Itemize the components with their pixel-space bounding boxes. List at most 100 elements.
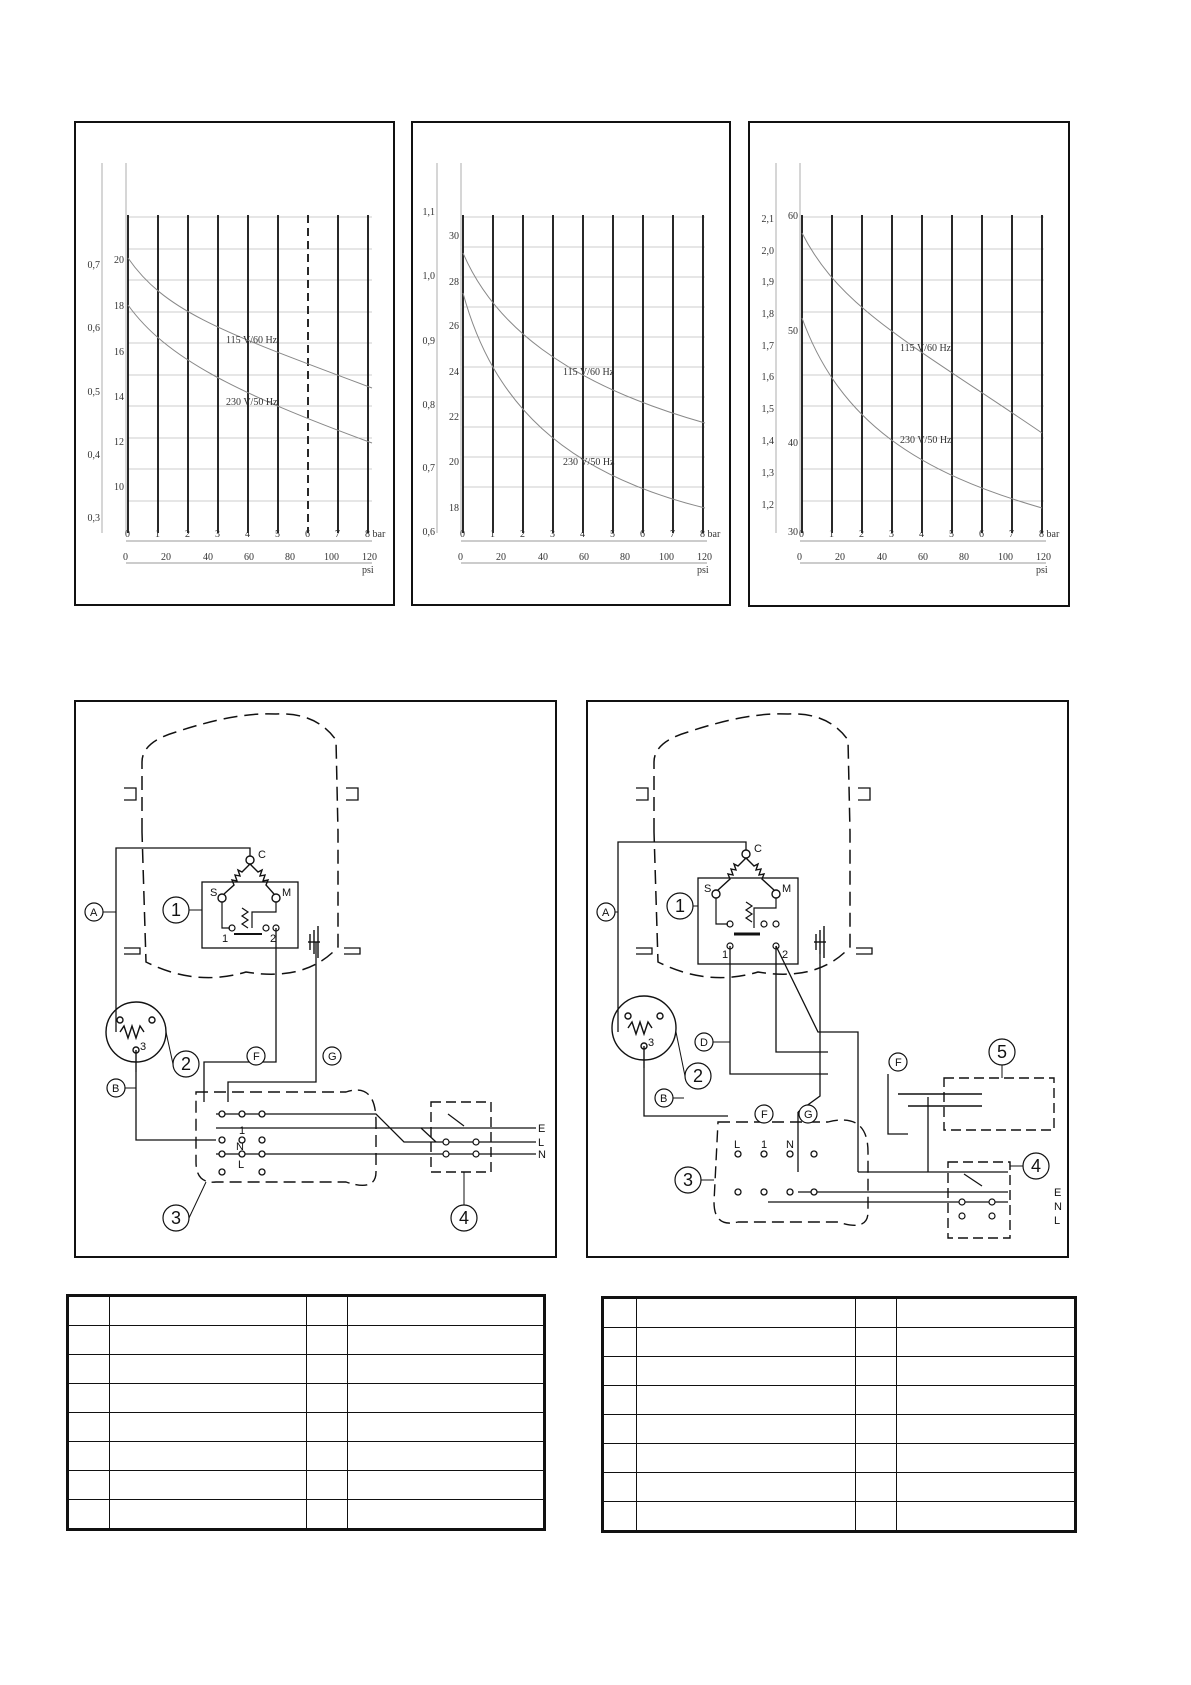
chart-2-inner-tick: 24 [449, 367, 459, 378]
table-row [67, 1383, 545, 1413]
wiring-diagram-2: A B D F G F 1 2 3 4 5 C S M 1 2 3 L 1 N … [586, 700, 1069, 1258]
table-row [602, 1327, 1076, 1357]
chart-3-bar-tick: 3 [889, 529, 894, 540]
chart-1-bar-tick: 4 [245, 529, 250, 540]
chart-2-curve-label-230: 230 V/50 Hz [563, 457, 615, 468]
chart-1-grid [128, 216, 372, 502]
callout-F: F [761, 1109, 768, 1121]
callout-G: G [328, 1051, 337, 1063]
chart-3-inner-tick: 60 [788, 211, 798, 222]
switch-contacts [442, 1113, 480, 1158]
compressor-foot-left [636, 947, 653, 955]
chart-2-psi-unit: psi [697, 565, 709, 576]
chart-3-psi-ticks: 0 20 40 60 80 100 120 psi [797, 552, 1051, 576]
wiring-diagram-1-svg: A B F G 1 2 3 4 C S M 1 2 3 1 N L E L N [84, 713, 546, 1232]
line-E: E [538, 1123, 545, 1135]
chart-1-bar-ticks: 0 1 2 3 4 5 6 7 8 bar [125, 529, 386, 540]
compressor-outline [653, 713, 851, 979]
callout-4: 4 [459, 1208, 469, 1228]
main-switch [947, 1161, 1011, 1239]
chart-2-inner-tick: 26 [449, 321, 459, 332]
chart-2-bar-tick: 5 [610, 529, 615, 540]
chart-2-outer-tick: 0,9 [423, 336, 436, 347]
chart-1-inner-tick: 14 [114, 392, 124, 403]
chart-3-psi-tick: 60 [918, 552, 928, 563]
chart-3-psi-tick: 120 [1036, 552, 1051, 563]
chart-3-inner-tick: 40 [788, 438, 798, 449]
compressor-lug-left [636, 787, 649, 801]
chart-2-curve-115v [462, 252, 706, 424]
chart-1-inner-tick: 12 [114, 437, 124, 448]
chart-3-bar-tick: 8 bar [1039, 529, 1060, 540]
chart-1-psi-tick: 0 [123, 552, 128, 563]
chart-3-outer-tick: 1,4 [762, 436, 775, 447]
terminal-block [713, 1119, 869, 1226]
chart-panel-2: 115 V/60 Hz 230 V/50 Hz 1,1 1,0 0,9 0,8 … [411, 121, 731, 606]
legend-table-1 [66, 1294, 546, 1531]
chart-3-grid [802, 216, 1044, 502]
chart-1-psi-ticks: 0 20 40 60 80 100 120 psi [123, 552, 377, 576]
chart-2-bar-tick: 3 [550, 529, 555, 540]
callout-G: G [804, 1109, 813, 1121]
chart-3-psi-tick: 40 [877, 552, 887, 563]
chart-2-curve-230v [462, 292, 706, 509]
chart-3-bar-tick: 4 [919, 529, 924, 540]
chart-1-bar-tick: 3 [215, 529, 220, 540]
chart-3-bar-tick: 5 [949, 529, 954, 540]
relay-box [697, 877, 799, 965]
terminal-block-contacts [218, 1110, 266, 1176]
callout-leaders [615, 905, 1023, 1181]
table-row [67, 1470, 545, 1500]
chart-panel-1: 115 V/60 Hz 230 V/50 Hz 0,7 0,6 0,5 0,4 … [74, 121, 395, 606]
callout-B: B [660, 1093, 667, 1105]
chart-2-psi-tick: 40 [538, 552, 548, 563]
chart-3-svg: 115 V/60 Hz 230 V/50 Hz 2,1 2,0 1,9 1,8 … [762, 163, 1060, 576]
callout-1: 1 [171, 900, 181, 920]
table-row [67, 1295, 545, 1326]
chart-1-bar-tick: 1 [155, 529, 160, 540]
callout-leaders [103, 909, 465, 1219]
chart-2-bar-tick: 8 bar [700, 529, 721, 540]
terminal-block [195, 1089, 377, 1186]
compressor-lug-left [124, 787, 137, 801]
block-mark-N: N [786, 1139, 794, 1151]
capacitor-icon [898, 1093, 982, 1107]
table-row [67, 1325, 545, 1355]
chart-1-psi-tick: 120 [362, 552, 377, 563]
chart-3-bar-lines [801, 215, 1043, 533]
chart-1-bar-tick: 8 bar [365, 529, 386, 540]
chart-3-curve-label-230: 230 V/50 Hz [900, 435, 952, 446]
chart-2-psi-tick: 80 [620, 552, 630, 563]
compressor-foot-left [124, 947, 141, 955]
chart-3-outer-tick: 1,8 [762, 309, 775, 320]
chart-3-curve-label-115: 115 V/60 Hz [900, 343, 952, 354]
chart-3-outer-tick: 1,3 [762, 468, 775, 479]
chart-1-psi-tick: 80 [285, 552, 295, 563]
terminal-S: S [704, 883, 711, 895]
chart-2-bar-tick: 2 [520, 529, 525, 540]
callout-4: 4 [1031, 1156, 1041, 1176]
callout-B: B [112, 1083, 119, 1095]
protector-terminal-3: 3 [140, 1041, 146, 1053]
table-row [602, 1472, 1076, 1502]
relay-internals [715, 898, 780, 950]
table-row [602, 1443, 1076, 1473]
thermal-protector [105, 1001, 167, 1072]
block-mark-L: L [238, 1159, 244, 1171]
chart-3-psi-tick: 80 [959, 552, 969, 563]
callout-1: 1 [675, 896, 685, 916]
chart-3-inner-ticks: 60 50 40 30 [788, 211, 798, 538]
main-switch [430, 1101, 492, 1173]
table-row [67, 1499, 545, 1530]
chart-2-outer-ticks: 1,1 1,0 0,9 0,8 0,7 0,6 [423, 207, 436, 538]
chart-1-bar-lines [127, 215, 369, 533]
chart-2-inner-tick: 22 [449, 412, 459, 423]
chart-2-inner-tick: 30 [449, 231, 459, 242]
terminal-block-contacts [734, 1150, 818, 1196]
chart-3-curve-230v [801, 317, 1043, 509]
compressor-foot-right [344, 947, 361, 955]
chart-2-psi-tick: 0 [458, 552, 463, 563]
chart-2-inner-ticks: 30 28 26 24 22 20 18 [449, 231, 459, 514]
ground-icon [814, 926, 826, 958]
chart-1-outer-tick: 0,4 [88, 450, 101, 461]
